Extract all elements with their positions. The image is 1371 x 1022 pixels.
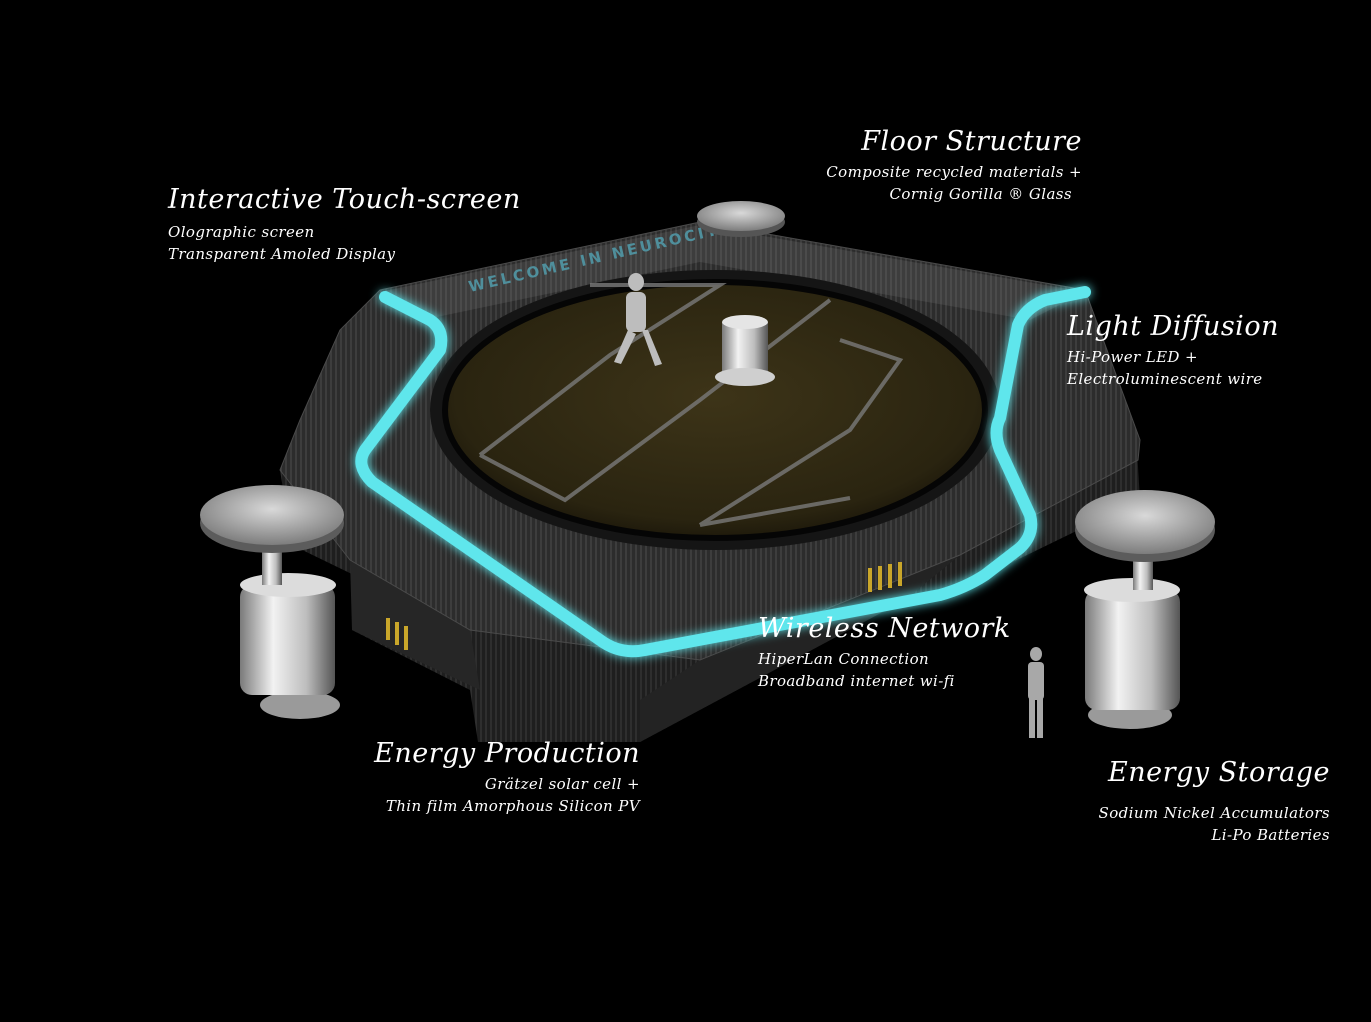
standing-person-figure: [1028, 647, 1044, 738]
led-strip: [355, 286, 1091, 658]
label-wireless-network: Wireless Network HiperLan Connection Bro…: [758, 613, 1011, 692]
label-line: Cornig Gorilla ® Glass: [889, 185, 1072, 204]
label-line: Grätzel solar cell +: [484, 775, 640, 794]
label-title: Wireless Network: [758, 613, 1011, 644]
back-disc: [697, 201, 785, 237]
label-line: HiperLan Connection: [758, 650, 930, 669]
hazard-stripes: [386, 562, 902, 650]
label-title: Energy Storage: [1108, 757, 1330, 788]
walking-person-figure: [614, 273, 662, 366]
label-line: Electroluminescent wire: [1067, 370, 1263, 389]
label-title: Energy Production: [374, 738, 640, 769]
label-title: Light Diffusion: [1067, 311, 1279, 342]
label-line: Transparent Amoled Display: [168, 245, 396, 264]
label-line: Thin film Amorphous Silicon PV: [385, 797, 640, 816]
left-pillar: [200, 485, 344, 719]
label-line: Hi-Power LED +: [1067, 348, 1198, 367]
label-energy-production: Energy Production Grätzel solar cell + T…: [320, 738, 640, 817]
label-line: Composite recycled materials +: [826, 163, 1082, 182]
label-line: Olographic screen: [168, 223, 315, 242]
touch-screen-glass: [380, 225, 1085, 320]
label-energy-storage: Energy Storage Sodium Nickel Accumulator…: [1030, 757, 1330, 846]
label-light-diffusion: Light Diffusion Hi-Power LED + Electrolu…: [1067, 311, 1279, 390]
label-title: Floor Structure: [861, 126, 1082, 157]
label-line: Broadband internet wi-fi: [758, 672, 955, 691]
label-line: Li-Po Batteries: [1211, 826, 1330, 845]
central-pit: [442, 279, 988, 541]
label-floor-structure: Floor Structure Composite recycled mater…: [760, 126, 1082, 205]
label-line: Sodium Nickel Accumulators: [1098, 804, 1330, 823]
center-column: [715, 315, 775, 386]
right-pillar: [1075, 490, 1215, 729]
label-interactive-touch-screen: Interactive Touch-screen Olographic scre…: [168, 184, 521, 265]
label-title: Interactive Touch-screen: [168, 184, 521, 215]
